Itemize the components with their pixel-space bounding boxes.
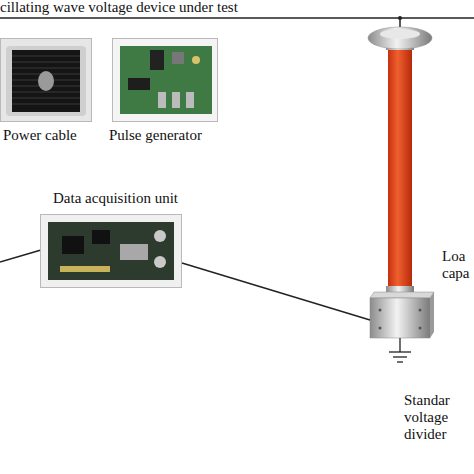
title-label: cillating wave voltage device under test [0,0,238,16]
signal-wire [182,263,370,320]
cable-reel-photo [1,39,91,121]
node-label: Standar voltage divider [404,392,474,443]
voltage-divider-illustration [368,27,434,338]
device-photo: Data acquisition unit [40,214,182,288]
bus-wire [0,17,474,19]
device-photo: Pulse generator [112,38,218,122]
input-wire [0,250,41,262]
ground-symbol [389,338,411,362]
voltage-divider: Loa capaStandar voltage divider [364,26,436,344]
node-label: Loa capa [442,248,474,282]
node-label: Data acquisition unit [53,190,253,207]
device-photo: Power cable [0,38,92,122]
daq-board-photo [41,215,181,287]
pcb-photo [113,39,217,121]
node-label: Pulse generator [109,127,249,144]
junction-dot [398,16,402,20]
